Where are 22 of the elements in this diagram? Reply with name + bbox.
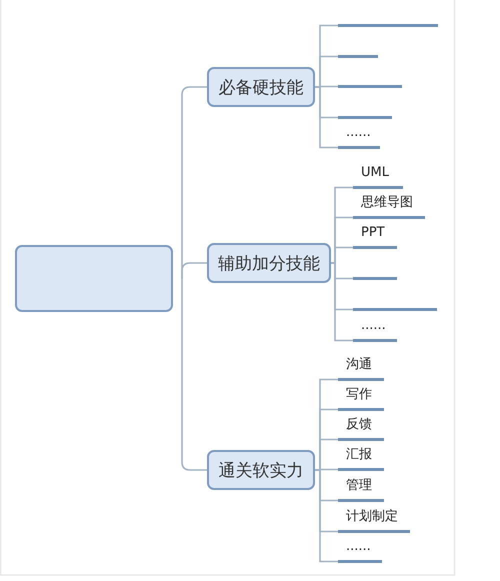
topic-box xyxy=(15,245,173,312)
leaf-topic: 计划制定 xyxy=(338,507,410,533)
leaf-topic: 汇报 xyxy=(338,445,384,471)
leaf-topic: ...... xyxy=(338,123,380,149)
connector-line xyxy=(331,262,353,342)
leaf-topic: ...... xyxy=(353,316,397,342)
leaf-topic: ...... xyxy=(338,537,382,563)
connector-line xyxy=(315,469,338,562)
connector-line xyxy=(181,278,207,471)
leaf-topic: 沟通 xyxy=(338,355,384,381)
topic-box: 通关软实力 xyxy=(207,450,315,490)
connector-line xyxy=(315,86,338,148)
leaf-topic: UML xyxy=(353,163,403,189)
topic-box: 辅助加分技能 xyxy=(207,243,331,283)
connector-line xyxy=(331,246,353,264)
leaf-topic: 反馈 xyxy=(338,415,384,441)
connector-line xyxy=(181,262,207,278)
leaf-topic: 写作 xyxy=(338,385,384,411)
leaf-topic: PPT xyxy=(353,223,397,249)
leaf-topic: 管理 xyxy=(338,476,384,502)
leaf-topic: 思维导图 xyxy=(353,193,425,219)
topic-box: 必备硬技能 xyxy=(207,67,315,107)
